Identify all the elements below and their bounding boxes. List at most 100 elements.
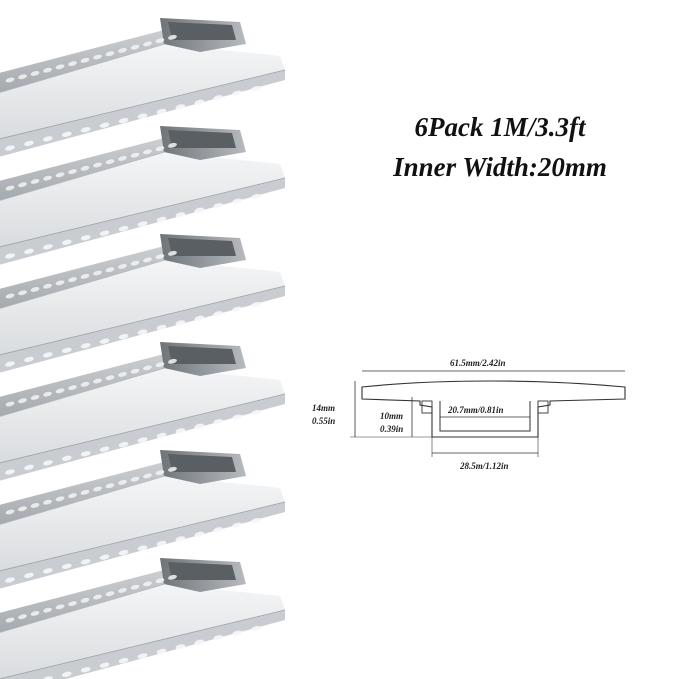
perforation-hole — [18, 614, 27, 620]
perforation-hole — [232, 522, 243, 528]
perforation-hole — [213, 635, 224, 641]
perforation-hole — [43, 175, 52, 181]
perforation-hole — [80, 667, 91, 673]
perforation-hole — [30, 611, 40, 616]
perforation-hole — [168, 34, 177, 40]
perforation-hole — [5, 509, 15, 515]
perforation-hole — [24, 464, 34, 471]
perforation-hole — [80, 57, 90, 63]
perforation-hole — [24, 572, 34, 579]
profile-channel-inner — [168, 346, 236, 364]
perforation-hole — [5, 577, 15, 583]
perforation-hole — [213, 527, 224, 533]
perforation-hole — [93, 486, 102, 492]
perforation-hole — [137, 437, 148, 443]
profile-edge-line — [0, 43, 166, 93]
perforation-hole — [175, 320, 186, 326]
profile-edge-line — [0, 583, 166, 633]
perforation-hole — [43, 499, 52, 505]
perforation-hole — [80, 597, 90, 603]
top-width-label: 61.5mm/2.42in — [450, 358, 506, 368]
perforation-hole — [156, 540, 167, 547]
perforation-hole — [232, 630, 243, 636]
perforation-hole — [80, 489, 90, 495]
perforation-hole — [80, 343, 91, 349]
led-profile — [0, 234, 286, 373]
perforation-hole — [137, 113, 148, 119]
perforation-hole — [43, 67, 52, 73]
profile-edge-line — [0, 177, 286, 248]
perforation-hole — [156, 216, 167, 223]
profile-edge-line — [0, 69, 286, 140]
perforation-hole — [30, 395, 40, 400]
perforation-hole — [130, 368, 140, 374]
perforation-hole — [80, 165, 90, 171]
perforation-hole — [42, 460, 53, 466]
perforation-hole — [130, 584, 140, 590]
perforation-hole — [105, 375, 115, 381]
perforation-hole — [156, 108, 167, 115]
perforation-hole — [55, 388, 65, 394]
perforation-hole — [99, 122, 110, 128]
perforation-hole — [61, 455, 72, 461]
perforation-hole — [68, 601, 77, 606]
perforation-hole — [168, 250, 177, 256]
profile-front-flange — [0, 502, 285, 589]
perforation-hole — [61, 347, 72, 353]
perforation-hole — [194, 99, 205, 105]
inner-height-in-label: 0.39in — [380, 424, 403, 434]
perforation-hole — [130, 44, 140, 50]
right-clip — [537, 400, 549, 414]
perforation-hole — [156, 432, 167, 439]
perforation-hole — [80, 235, 91, 241]
perforation-hole — [213, 203, 224, 209]
perforation-hole — [99, 662, 110, 668]
profile-edge-line — [0, 367, 166, 417]
perforation-hole — [18, 182, 27, 188]
perforation-hole — [155, 362, 165, 367]
perforation-hole — [43, 283, 52, 289]
cross-section-outline — [361, 380, 626, 438]
perforation-hole — [61, 131, 72, 137]
profile-edge-line — [0, 285, 286, 356]
profile-top-face — [0, 368, 285, 464]
perforation-hole — [55, 64, 65, 70]
perforation-hole — [137, 653, 148, 659]
perforation-hole — [175, 536, 186, 542]
profile-top-face — [0, 476, 285, 572]
profile-top-face — [0, 44, 285, 140]
perforation-hole — [5, 469, 15, 475]
perforation-hole — [30, 503, 40, 508]
profile-channel-inner — [168, 22, 236, 40]
perforation-hole — [42, 352, 53, 358]
perforation-hole — [143, 257, 152, 263]
perforation-hole — [156, 324, 167, 331]
perforation-hole — [118, 156, 127, 161]
perforation-hole — [168, 466, 177, 472]
led-profile — [0, 558, 286, 679]
perforation-hole — [24, 248, 34, 255]
perforation-hole — [105, 591, 115, 597]
perforation-hole — [194, 423, 205, 429]
led-profile — [0, 18, 286, 157]
perforation-hole — [118, 480, 127, 485]
perforation-hole — [118, 549, 129, 556]
perforation-hole — [18, 398, 27, 404]
perforation-hole — [194, 531, 205, 537]
perforation-hole — [251, 301, 261, 308]
perforation-hole — [99, 446, 110, 452]
perforation-hole — [55, 172, 65, 178]
perforation-hole — [175, 428, 186, 434]
perforation-hole — [130, 476, 140, 482]
perforation-hole — [24, 356, 34, 363]
perforation-hole — [93, 594, 102, 600]
profile-edge-line — [0, 259, 166, 309]
perforation-hole — [251, 517, 261, 524]
perforation-hole — [130, 152, 140, 158]
perforation-hole — [251, 85, 261, 92]
inner-width-label: 20.7mm/0.81in — [447, 405, 504, 415]
perforation-hole — [118, 372, 127, 377]
perforation-hole — [143, 149, 152, 155]
perforation-hole — [5, 185, 15, 191]
perforation-hole — [232, 198, 243, 204]
